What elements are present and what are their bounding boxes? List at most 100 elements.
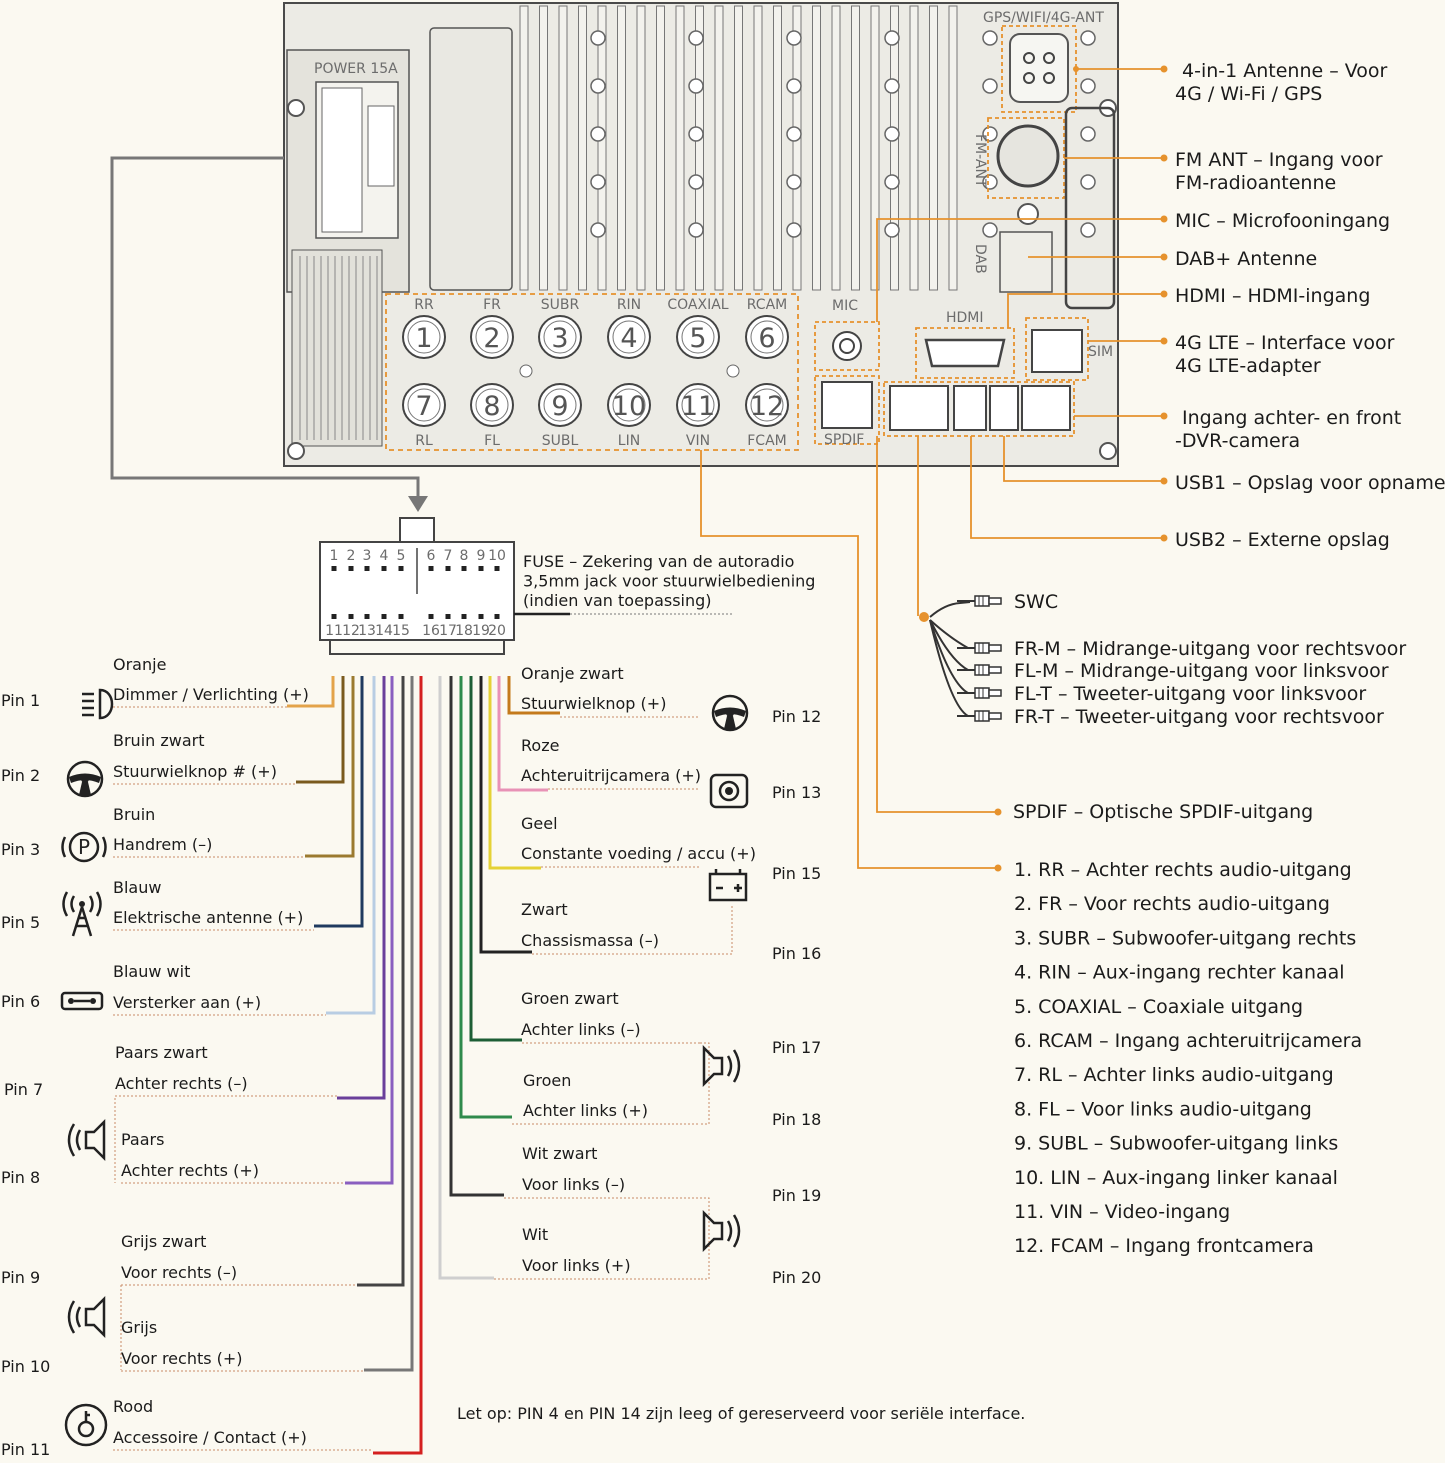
antenna-label: GPS/WIFI/4G-ANT <box>983 10 1104 26</box>
callout-text: 4G LTE-adapter <box>1175 355 1321 377</box>
rca-top-label: RR <box>414 297 434 313</box>
wire-color-label: Rood <box>113 1397 153 1416</box>
rca-function-item: 7. RL – Achter links audio-uitgang <box>1014 1064 1334 1086</box>
antenna-icon <box>62 891 102 937</box>
wire-color-label: Bruin <box>113 805 155 824</box>
wire-color-label: Blauw wit <box>113 962 190 981</box>
callout-line <box>970 436 1162 539</box>
wire <box>438 676 494 1280</box>
wire <box>449 676 504 1197</box>
rca-function-item: 4. RIN – Aux-ingang rechter kanaal <box>1014 962 1345 984</box>
pin-number: Pin 10 <box>1 1357 50 1376</box>
svg-text:P: P <box>78 835 90 859</box>
pin-number: Pin 11 <box>1 1440 50 1459</box>
callout-line <box>1007 293 1162 328</box>
wire <box>364 676 414 1372</box>
head-unit: POWER 15A GPS/WIFI/4G-ANT FM-ANT DAB RR1 <box>283 2 1119 467</box>
rca-function-item: 6. RCAM – Ingang achteruitrijcamera <box>1014 1030 1362 1052</box>
callout-text: 4G LTE – Interface voor <box>1175 332 1395 354</box>
pin-function-label: Constante voeding / accu (+) <box>521 844 756 863</box>
ignition-key-icon <box>64 1403 108 1447</box>
wire <box>357 676 405 1287</box>
speaker-right-icon <box>702 1044 741 1088</box>
wire <box>507 676 560 715</box>
steering-wheel-icon <box>66 760 104 798</box>
pin-function-label: Stuurwielknop # (+) <box>113 762 277 781</box>
callout-text: MIC – Microfooningang <box>1175 210 1390 232</box>
connector-pin-number: 16 <box>422 623 440 639</box>
fuse-text: 3,5mm jack voor stuurwielbediening <box>523 572 815 591</box>
fuse-text: FUSE – Zekering van de autoradio <box>523 552 794 571</box>
rca-top-label: RIN <box>617 297 641 313</box>
wire-color-label: Geel <box>521 814 558 833</box>
harness-wires <box>114 676 733 1455</box>
rca-bottom-label: RL <box>415 433 433 449</box>
rca-function-list: 1. RR – Achter rechts audio-uitgang 2. FR… <box>1014 859 1362 1257</box>
rca-jack-number: 5 <box>689 323 706 354</box>
callout-text: FM ANT – Ingang voor <box>1175 149 1383 171</box>
wire <box>459 676 512 1119</box>
pin-function-label: Voor rechts (–) <box>121 1263 237 1282</box>
wire <box>326 676 376 1015</box>
rca-function-item: 9. SUBL – Subwoofer-uitgang links <box>1014 1133 1338 1155</box>
pin-function-label: Handrem (–) <box>113 835 212 854</box>
camera-icon <box>709 773 749 809</box>
connector-pin-number: 18 <box>455 623 473 639</box>
callout-text: -DVR-camera <box>1175 430 1300 452</box>
wire-color-label: Wit zwart <box>522 1144 597 1163</box>
arrow-down-icon <box>408 496 428 512</box>
wire <box>337 676 386 1100</box>
connector-pin-number: 1 <box>330 548 339 564</box>
connector-pin-number: 11 <box>325 623 343 639</box>
pin-number: Pin 8 <box>1 1168 40 1187</box>
wire <box>488 676 541 870</box>
spdif-output-label: SPDIF – Optische SPDIF-uitgang <box>1013 801 1313 823</box>
pin-function-label: Chassismassa (–) <box>521 931 659 950</box>
harness-lead <box>110 156 420 500</box>
rca-function-item: 1. RR – Achter rechts audio-uitgang <box>1014 859 1352 881</box>
connector-pin-number: 13 <box>358 623 376 639</box>
wire-color-label: Paars zwart <box>115 1043 208 1062</box>
rca-bottom-label: FL <box>484 433 500 449</box>
connector-pin-number: 20 <box>488 623 506 639</box>
wire-color-label: Oranje zwart <box>521 664 624 683</box>
light-icon <box>82 688 114 720</box>
rca-function-item: 2. FR – Voor rechts audio-uitgang <box>1014 893 1330 915</box>
battery-icon <box>708 869 748 902</box>
callout-line <box>876 218 1162 322</box>
rca-jacks: RR17RLFR28FLSUBR39SUBLRIN410LINCOAXIAL51… <box>402 297 789 449</box>
callout-text: 4G / Wi-Fi / GPS <box>1175 83 1322 105</box>
pin-function-label: Achteruitrijcamera (+) <box>521 766 701 785</box>
fm-ant-label: FM-ANT <box>972 134 988 188</box>
callout-text: USB2 – Externe opslag <box>1175 529 1390 551</box>
connector-pin-number: 5 <box>397 548 406 564</box>
wire <box>287 676 335 708</box>
wire <box>314 676 364 928</box>
heatsink <box>519 5 1096 291</box>
wire-color-label: Bruin zwart <box>113 731 205 750</box>
rca-jack-number: 8 <box>483 391 500 422</box>
connector-pin-number: 2 <box>347 548 356 564</box>
wire-color-label: Groen <box>523 1071 571 1090</box>
pin-function-label: Accessoire / Contact (+) <box>113 1428 307 1447</box>
hdmi-label: HDMI <box>946 310 984 326</box>
pin-number: Pin 13 <box>772 783 821 802</box>
rca-function-item: 12. FCAM – Ingang frontcamera <box>1014 1235 1314 1257</box>
pin-number: Pin 16 <box>772 944 821 963</box>
rca-output-label: FL-M – Midrange-uitgang voor linksvoor <box>1014 660 1389 682</box>
pin-function-label: Voor links (–) <box>522 1175 625 1194</box>
connector-pin-number: 3 <box>363 548 372 564</box>
wire-color-label: Paars <box>121 1130 164 1149</box>
connector-pin-number: 8 <box>460 548 469 564</box>
amplifier-icon <box>60 991 104 1011</box>
power-label: POWER 15A <box>314 61 398 77</box>
pin-function-label: Achter rechts (–) <box>115 1074 248 1093</box>
rca-jack-number: 9 <box>551 391 568 422</box>
vent-grille <box>299 256 378 440</box>
connector-pin-number: 6 <box>427 548 436 564</box>
